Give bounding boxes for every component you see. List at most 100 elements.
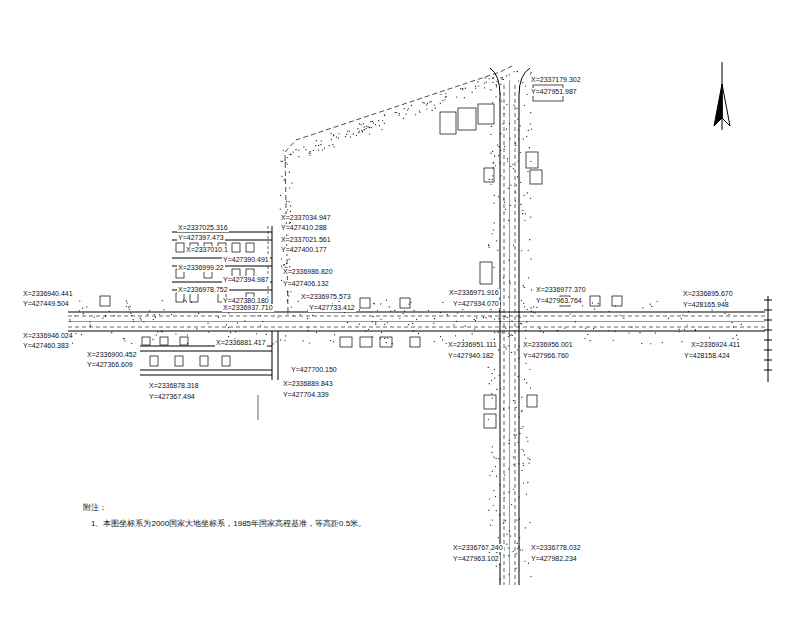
spot-point	[428, 310, 429, 311]
spot-point	[389, 306, 390, 307]
spot-point	[475, 88, 476, 89]
spot-point	[349, 130, 350, 131]
spot-point	[404, 310, 405, 311]
spot-point	[384, 115, 385, 116]
spot-point	[492, 446, 493, 447]
spot-point	[372, 321, 373, 322]
spot-point	[517, 176, 518, 177]
coordinate-label: X=2337021.561	[280, 236, 332, 244]
spot-point	[427, 103, 428, 104]
spot-point	[518, 463, 519, 464]
spot-point	[230, 332, 231, 333]
spot-point	[513, 551, 514, 552]
spot-point	[523, 450, 524, 451]
spot-point	[187, 343, 188, 344]
spot-point	[496, 84, 497, 85]
spot-point	[276, 341, 277, 342]
spot-point	[493, 162, 494, 163]
spot-point	[524, 287, 525, 288]
spot-point	[509, 439, 510, 440]
spot-point	[411, 105, 412, 106]
spot-point	[171, 314, 172, 315]
spot-point	[513, 400, 514, 401]
spot-point	[290, 222, 291, 223]
spot-point	[504, 497, 505, 498]
coordinate-label: Y=427934.070	[452, 300, 500, 308]
spot-point	[465, 88, 466, 89]
spot-point	[528, 277, 529, 278]
spot-point	[508, 220, 509, 221]
spot-point	[378, 120, 379, 121]
spot-point	[493, 267, 494, 268]
spot-point	[185, 300, 186, 301]
spot-point	[356, 135, 357, 136]
spot-point	[281, 265, 282, 266]
spot-point	[284, 340, 285, 341]
spot-point	[442, 339, 443, 340]
spot-point	[488, 510, 489, 511]
spot-point	[492, 179, 493, 180]
spot-point	[442, 100, 443, 101]
spot-point	[333, 341, 334, 342]
spot-point	[260, 325, 261, 326]
spot-point	[465, 325, 466, 326]
spot-point	[526, 382, 527, 383]
spot-point	[334, 334, 335, 335]
spot-point	[286, 263, 287, 264]
spot-point	[631, 326, 632, 327]
spot-point	[338, 137, 339, 138]
spot-point	[494, 318, 495, 319]
spot-point	[704, 327, 705, 328]
spot-point	[418, 333, 419, 334]
spot-point	[289, 259, 290, 260]
spot-point	[462, 88, 463, 89]
spot-point	[512, 335, 513, 336]
spot-point	[518, 496, 519, 497]
spot-point	[508, 407, 509, 408]
spot-point	[153, 319, 154, 320]
spot-point	[363, 123, 364, 124]
spot-point	[506, 544, 507, 545]
spot-point	[503, 408, 504, 409]
spot-point	[413, 310, 414, 311]
spot-point	[527, 441, 528, 442]
spot-point	[446, 96, 447, 97]
spot-point	[386, 342, 387, 343]
spot-point	[373, 303, 374, 304]
spot-point	[416, 319, 417, 320]
coordinate-label: X=2336937.710	[222, 304, 274, 312]
coordinate-label: Y=427406.132	[282, 280, 330, 288]
spot-point	[587, 334, 588, 335]
spot-point	[330, 133, 331, 134]
spot-point	[109, 311, 110, 312]
spot-point	[503, 79, 504, 80]
dots	[69, 71, 741, 580]
spot-point	[504, 146, 505, 147]
spot-point	[582, 305, 583, 306]
spot-point	[508, 296, 509, 297]
spot-point	[504, 474, 505, 475]
spot-point	[419, 112, 420, 113]
spot-point	[460, 88, 461, 89]
spot-point	[508, 260, 509, 261]
spot-point	[494, 222, 495, 223]
spot-point	[381, 129, 382, 130]
spot-point	[488, 419, 489, 420]
spot-point	[287, 157, 288, 158]
spot-point	[517, 118, 518, 119]
spot-point	[126, 300, 127, 301]
spot-point	[488, 367, 489, 368]
spot-point	[359, 130, 360, 131]
spot-point	[530, 576, 531, 577]
spot-point	[286, 164, 287, 165]
spot-point	[493, 490, 494, 491]
spot-point	[522, 210, 523, 211]
spot-point	[509, 74, 510, 75]
spot-point	[288, 201, 289, 202]
spot-point	[500, 175, 501, 176]
spot-point	[369, 127, 370, 128]
spot-point	[384, 114, 385, 115]
spot-point	[254, 315, 255, 316]
spot-point	[309, 342, 310, 343]
spot-point	[505, 346, 506, 347]
